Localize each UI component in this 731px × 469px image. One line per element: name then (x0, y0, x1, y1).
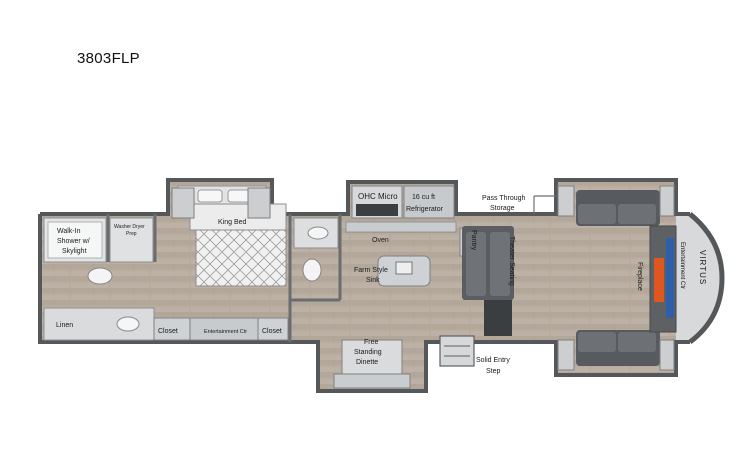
mid-bathroom (293, 217, 339, 282)
label-walk-in-shower: Walk-In (57, 228, 81, 235)
label-pantry: Pantry (470, 230, 477, 251)
label-closet-right: Closet (262, 328, 282, 335)
rear-bathroom (43, 217, 155, 341)
label-entry-step: Solid Entry (476, 357, 510, 364)
entry-step (439, 335, 475, 367)
svg-text:Step: Step (486, 368, 501, 375)
label-closet-left: Closet (158, 328, 178, 335)
svg-text:Shower w/: Shower w/ (57, 238, 90, 245)
kitchen (345, 185, 489, 287)
label-micro: Micro (378, 192, 398, 201)
label-washer-dryer: Washer Dryer (114, 224, 145, 230)
fireplace-unit (649, 225, 677, 333)
theater-seating (462, 226, 514, 336)
svg-text:Dinette: Dinette (356, 359, 378, 366)
label-pass-through: Pass Through (482, 195, 526, 202)
cap-logo: VIRTUS (698, 250, 707, 285)
label-king-bed: King Bed (218, 219, 247, 226)
label-farm-sink: Farm Style (354, 267, 388, 274)
dinette (333, 339, 411, 389)
label-oven: Oven (372, 237, 389, 244)
label-fireplace: Fireplace (636, 262, 643, 291)
label-linen: Linen (56, 322, 73, 329)
living-sofas (557, 185, 675, 371)
king-bed (171, 185, 287, 287)
model-number: 3803FLP (77, 50, 140, 67)
pass-through-storage (533, 195, 556, 214)
interior-walls (106, 214, 342, 342)
label-entertainment-ctr-front: Entertainment Ctr (679, 242, 685, 289)
label-refrigerator: 16 cu ft (412, 194, 435, 201)
svg-text:Prep: Prep (126, 231, 137, 237)
svg-text:Standing: Standing (354, 349, 382, 356)
labels: Walk-In Shower w/ Skylight Washer Dryer … (56, 192, 707, 375)
svg-text:Storage: Storage (490, 205, 515, 212)
svg-text:Refrigerator: Refrigerator (406, 206, 444, 213)
walls (38, 178, 725, 393)
label-ohc: OHC (358, 192, 376, 201)
svg-text:Skylight: Skylight (62, 248, 87, 255)
label-entertainment-ctr-bedroom: Entertainment Ctr (204, 329, 247, 335)
label-theater-seating: Theater Seating (508, 236, 515, 286)
label-dinette: Free (364, 339, 379, 346)
closets (153, 317, 289, 341)
svg-text:Sink: Sink (366, 277, 380, 284)
